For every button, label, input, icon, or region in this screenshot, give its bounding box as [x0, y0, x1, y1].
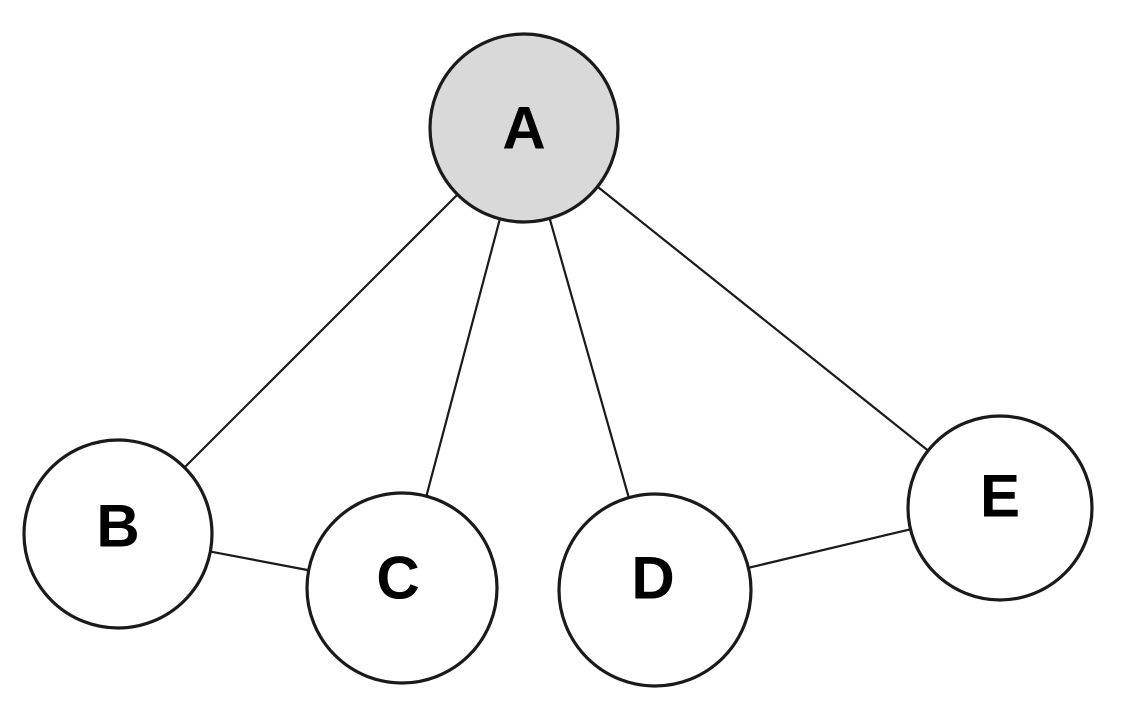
- graph-node-b[interactable]: B: [22, 438, 214, 630]
- graph-node-c[interactable]: C: [305, 491, 499, 685]
- graph-node-e[interactable]: E: [906, 414, 1094, 602]
- graph-node-d[interactable]: D: [557, 492, 753, 688]
- node-label-c: C: [376, 545, 419, 612]
- graph-edge-a-c: [425, 217, 502, 498]
- node-circle-d[interactable]: [557, 492, 753, 688]
- graph-node-a[interactable]: A: [428, 32, 620, 224]
- nodes-layer: A B C D E: [22, 32, 1094, 688]
- node-circle-e[interactable]: [906, 414, 1094, 602]
- node-label-e: E: [980, 463, 1020, 530]
- node-label-b: B: [96, 493, 139, 560]
- node-circle-c[interactable]: [305, 491, 499, 685]
- graph-edge-a-e: [596, 185, 930, 452]
- graph-edge-a-d: [548, 217, 630, 499]
- graph-edge-a-b: [183, 193, 459, 469]
- graph-edge-d-e: [747, 528, 912, 569]
- edges-layer: [183, 185, 930, 572]
- node-circle-b[interactable]: [22, 438, 214, 630]
- node-label-d: D: [631, 545, 674, 612]
- node-circle-a[interactable]: [428, 32, 620, 224]
- node-label-a: A: [502, 95, 545, 162]
- graph-edge-b-c: [209, 550, 310, 572]
